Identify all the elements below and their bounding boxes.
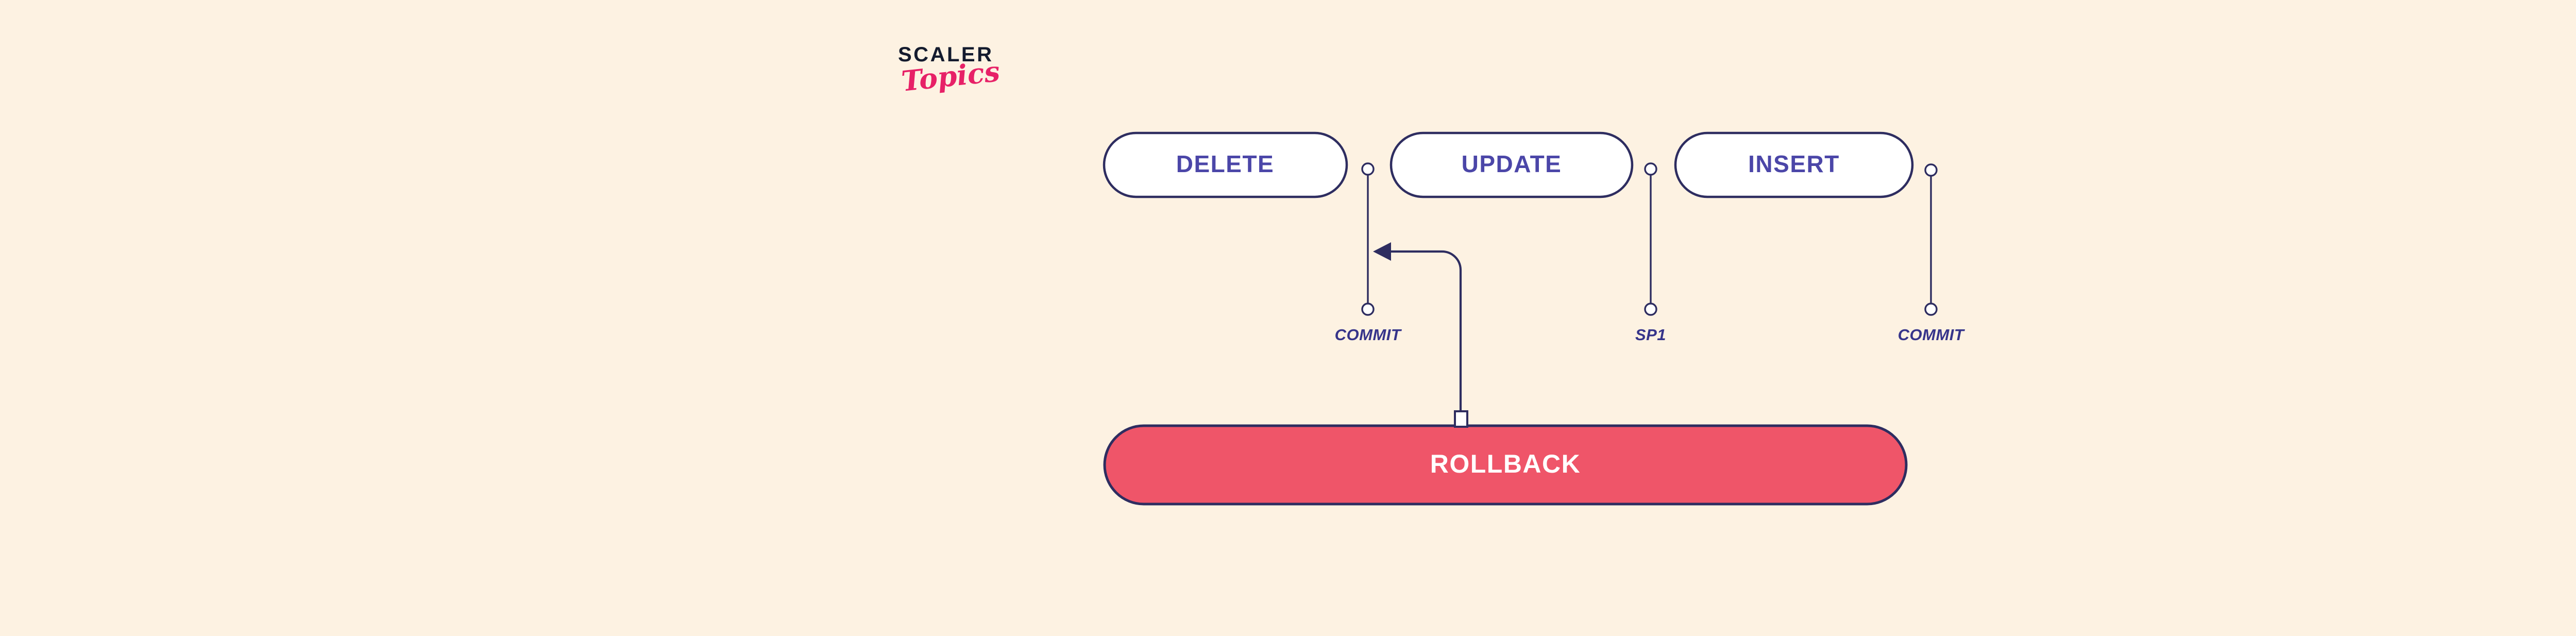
operation-insert[interactable]: INSERT [1674,131,1914,198]
operation-insert-label: INSERT [1748,150,1840,177]
marker-dot-top-commit-1[interactable] [1361,162,1375,176]
rollback-connector-node[interactable] [1454,410,1468,428]
marker-label-sp1: SP1 [1635,326,1666,344]
rollback-bar[interactable]: ROLLBACK [1103,424,1908,506]
operation-update[interactable]: UPDATE [1389,131,1634,198]
marker-group-sp1: SP1 [1635,162,1666,344]
scaler-topics-logo: SCALER Topics [898,44,1053,122]
marker-label-commit-2: COMMIT [1898,326,1965,344]
marker-group-commit-1: COMMIT [1335,162,1402,344]
marker-dot-top-sp1[interactable] [1644,162,1657,176]
rollback-arrow-head-icon [1373,242,1391,261]
marker-label-commit-1: COMMIT [1335,326,1402,344]
operation-delete-label: DELETE [1176,150,1274,177]
operation-insert-shape[interactable] [1674,131,1914,198]
operation-delete[interactable]: DELETE [1103,131,1348,198]
marker-dot-bottom-sp1[interactable] [1644,303,1657,316]
rollback-bar-shape[interactable] [1103,424,1908,506]
marker-dot-top-commit-2[interactable] [1924,163,1938,177]
marker-group-commit-2: COMMIT [1898,163,1965,344]
rollback-bar-label: ROLLBACK [1430,449,1581,478]
operation-delete-shape[interactable] [1103,131,1348,198]
logo-wordmark-scaler: SCALER [898,43,994,66]
marker-dot-bottom-commit-1[interactable] [1361,303,1375,316]
rollback-flow-path [1387,250,1462,411]
operation-update-shape[interactable] [1389,131,1634,198]
operation-update-label: UPDATE [1462,150,1562,177]
marker-dot-bottom-commit-2[interactable] [1924,303,1938,316]
